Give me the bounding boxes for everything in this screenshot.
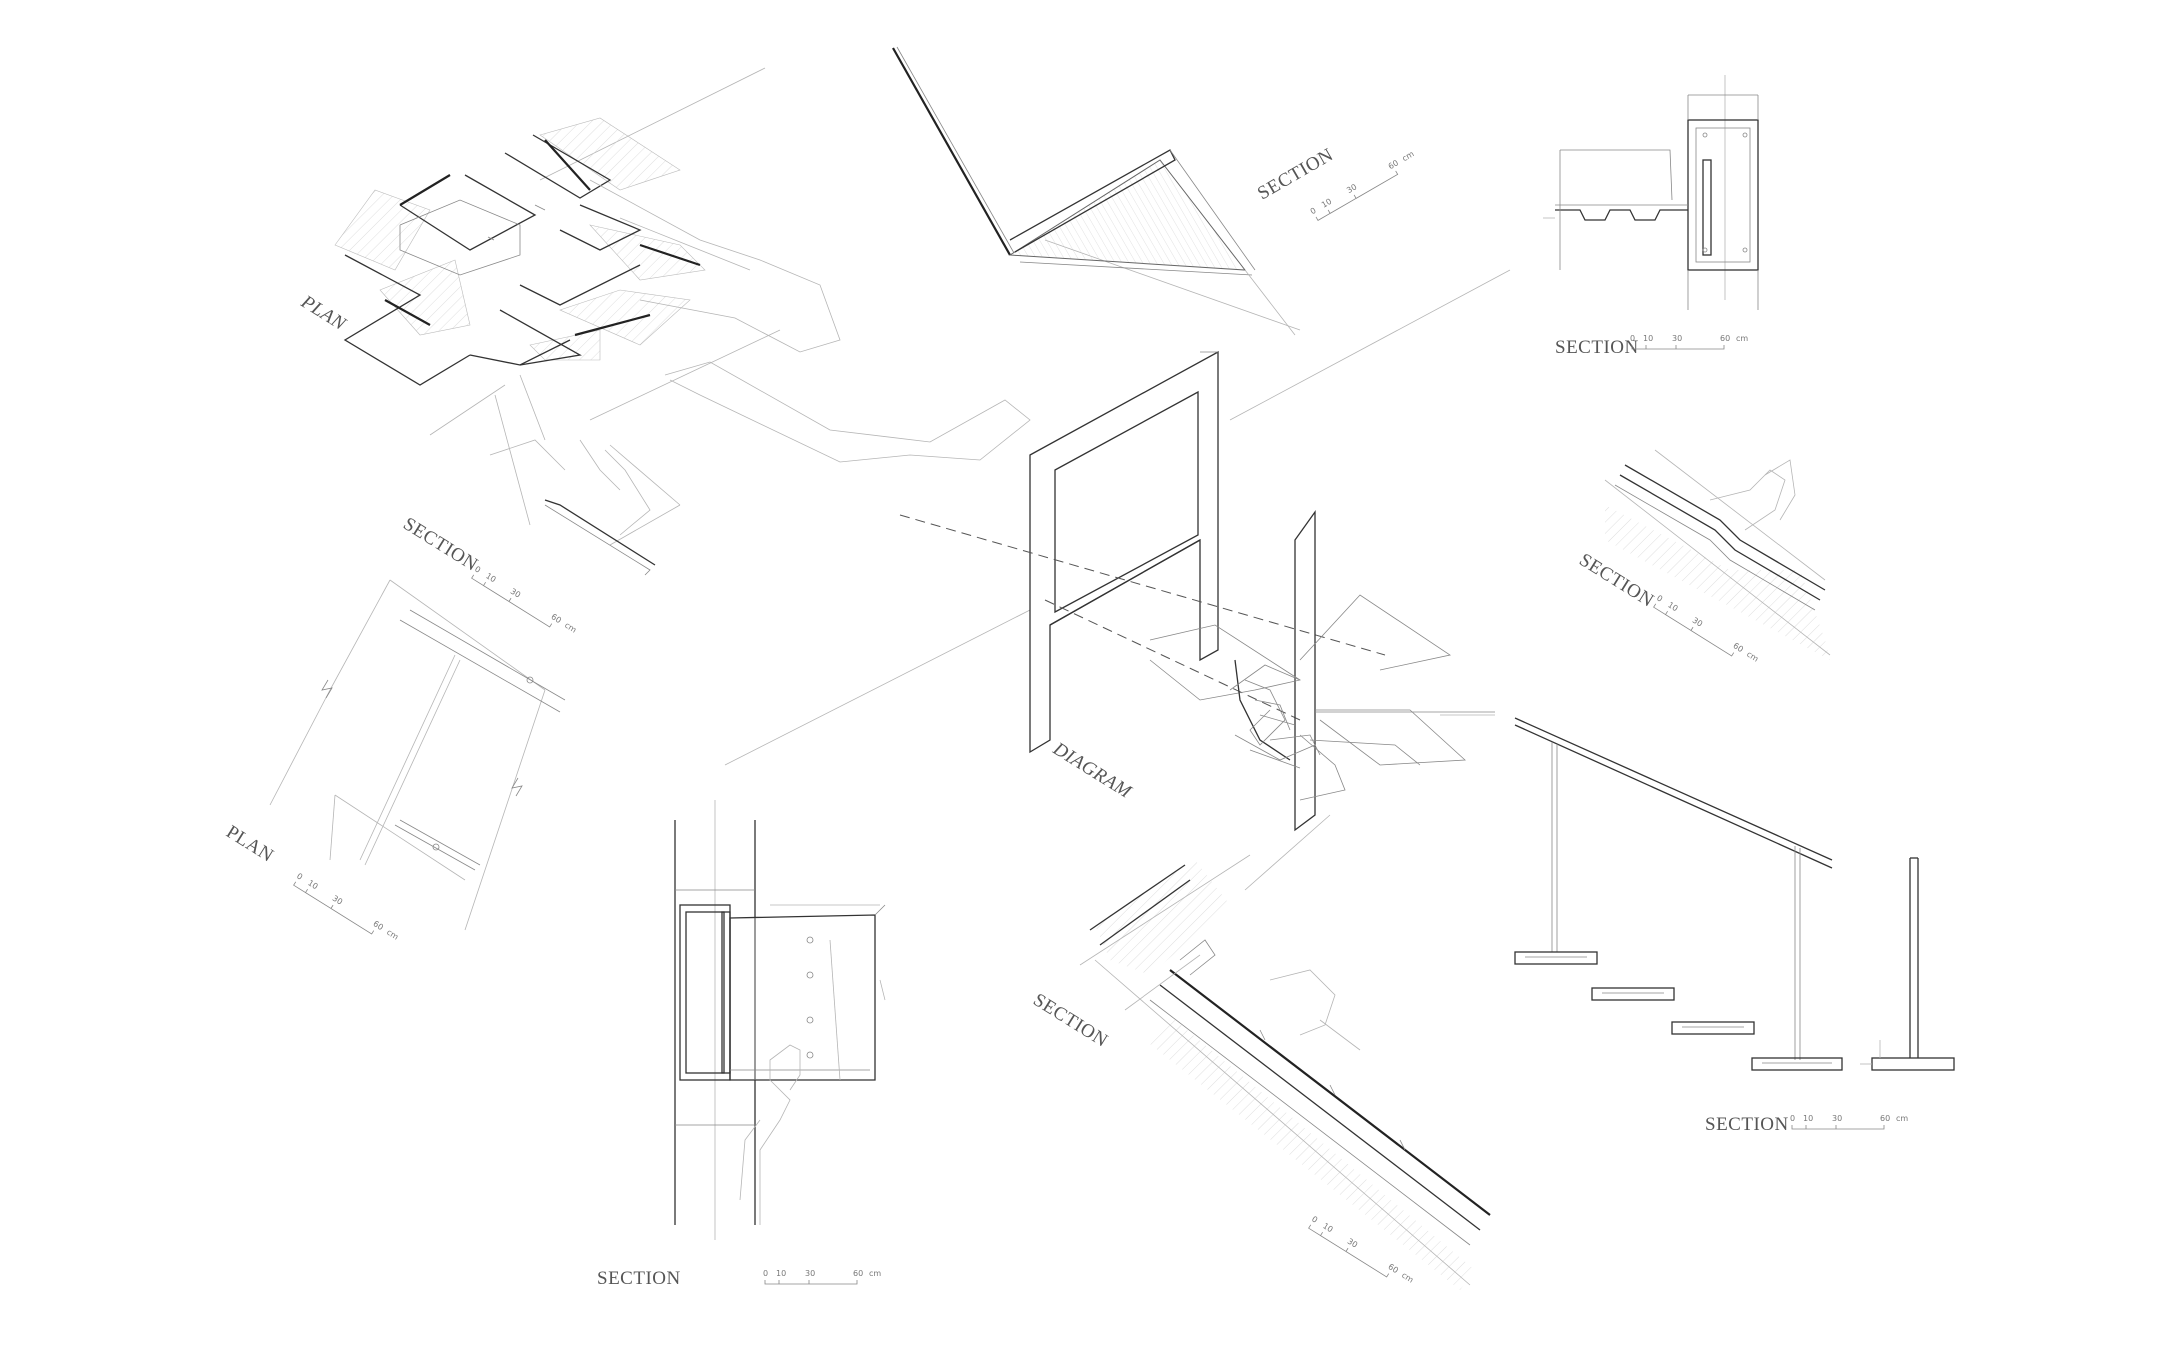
ramp-outline <box>664 361 1031 463</box>
construction-lines <box>539 67 1511 891</box>
diagram-label: DIAGRAM <box>1049 738 1136 803</box>
scale-bar-top-right <box>1629 333 1749 350</box>
plan-drawing-left <box>269 579 566 931</box>
scale-bar-left-plan <box>291 870 401 948</box>
section-label-left: SECTION <box>399 513 481 575</box>
section-drawing-top-center <box>892 46 1296 336</box>
plan-label-left: PLAN <box>222 821 277 866</box>
section-drawing-top-right <box>1543 75 1759 310</box>
section-drawing-left <box>429 374 681 576</box>
scale-bar-left <box>469 563 579 641</box>
section-label-bottom-center: SECTION <box>1029 989 1111 1051</box>
diagram-drawing <box>899 350 1495 832</box>
plan-label-top: PLAN <box>297 291 351 335</box>
section-label-top-right: SECTION <box>1555 337 1639 358</box>
section-label-top-center: SECTION <box>1254 144 1337 204</box>
section-drawing-bottom-right <box>1514 717 1955 1071</box>
section-label-bottom-right: SECTION <box>1705 1114 1789 1135</box>
scale-bar-bottom-left <box>762 1268 882 1285</box>
section-drawing-bottom-center <box>1079 854 1491 1290</box>
section-label-bottom-left: SECTION <box>597 1268 681 1289</box>
section-drawing-bottom-left <box>674 800 886 1240</box>
scale-bar-bottom-right <box>1789 1113 1909 1130</box>
plan-drawing-top <box>334 117 841 386</box>
section-drawing-right-middle <box>1604 449 1831 660</box>
